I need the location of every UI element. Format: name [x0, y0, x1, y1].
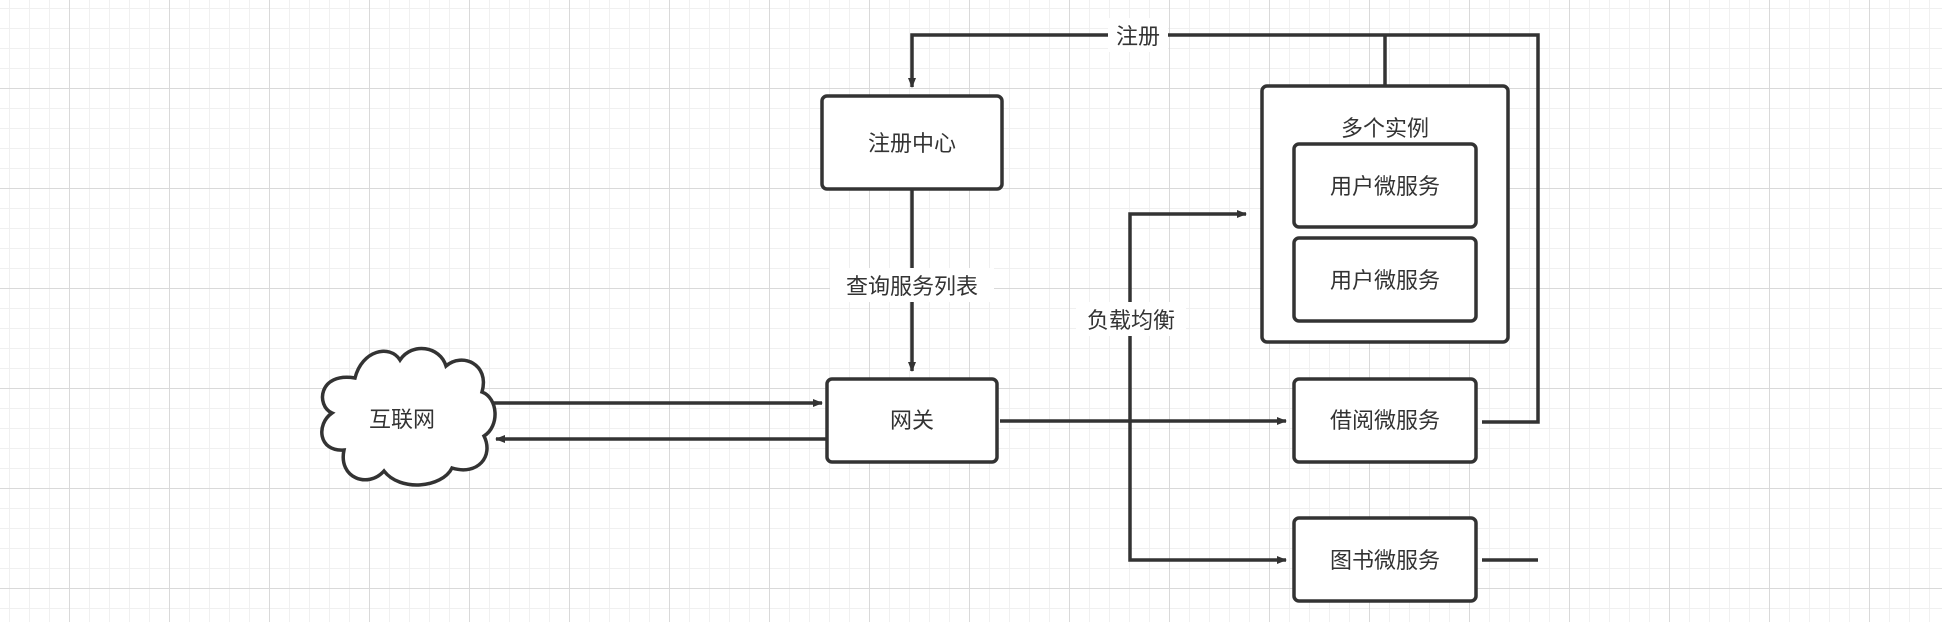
- book-service-label: 图书微服务: [1330, 549, 1440, 574]
- register-edge: [908, 33, 1540, 424]
- load-balance-to-book-edge: [1128, 421, 1287, 564]
- user-service-node-2: 用户微服务: [1292, 236, 1478, 323]
- register-label: 注册: [1116, 25, 1160, 50]
- internet-cloud-node: 互联网: [320, 346, 497, 487]
- query-service-list-label: 查询服务列表: [846, 275, 978, 300]
- borrow-service-label: 借阅微服务: [1330, 409, 1440, 434]
- load-balance-to-instances-edge: [1128, 210, 1247, 421]
- gateway-node: 网关: [825, 377, 999, 464]
- instances-group-label: 多个实例: [1341, 117, 1429, 142]
- cloud-icon: [320, 346, 497, 487]
- user-service-node-1: 用户微服务: [1292, 142, 1478, 229]
- load-balance-label: 负载均衡: [1087, 309, 1175, 334]
- borrow-service-node: 借阅微服务: [1292, 377, 1478, 464]
- registry-node: 注册中心: [820, 94, 1004, 191]
- book-service-node: 图书微服务: [1292, 516, 1478, 603]
- internet-label: 互联网: [369, 408, 435, 433]
- registry-label: 注册中心: [868, 132, 956, 157]
- gateway-label: 网关: [890, 409, 934, 434]
- user-service-label-2: 用户微服务: [1330, 269, 1440, 294]
- user-service-label-1: 用户微服务: [1330, 175, 1440, 200]
